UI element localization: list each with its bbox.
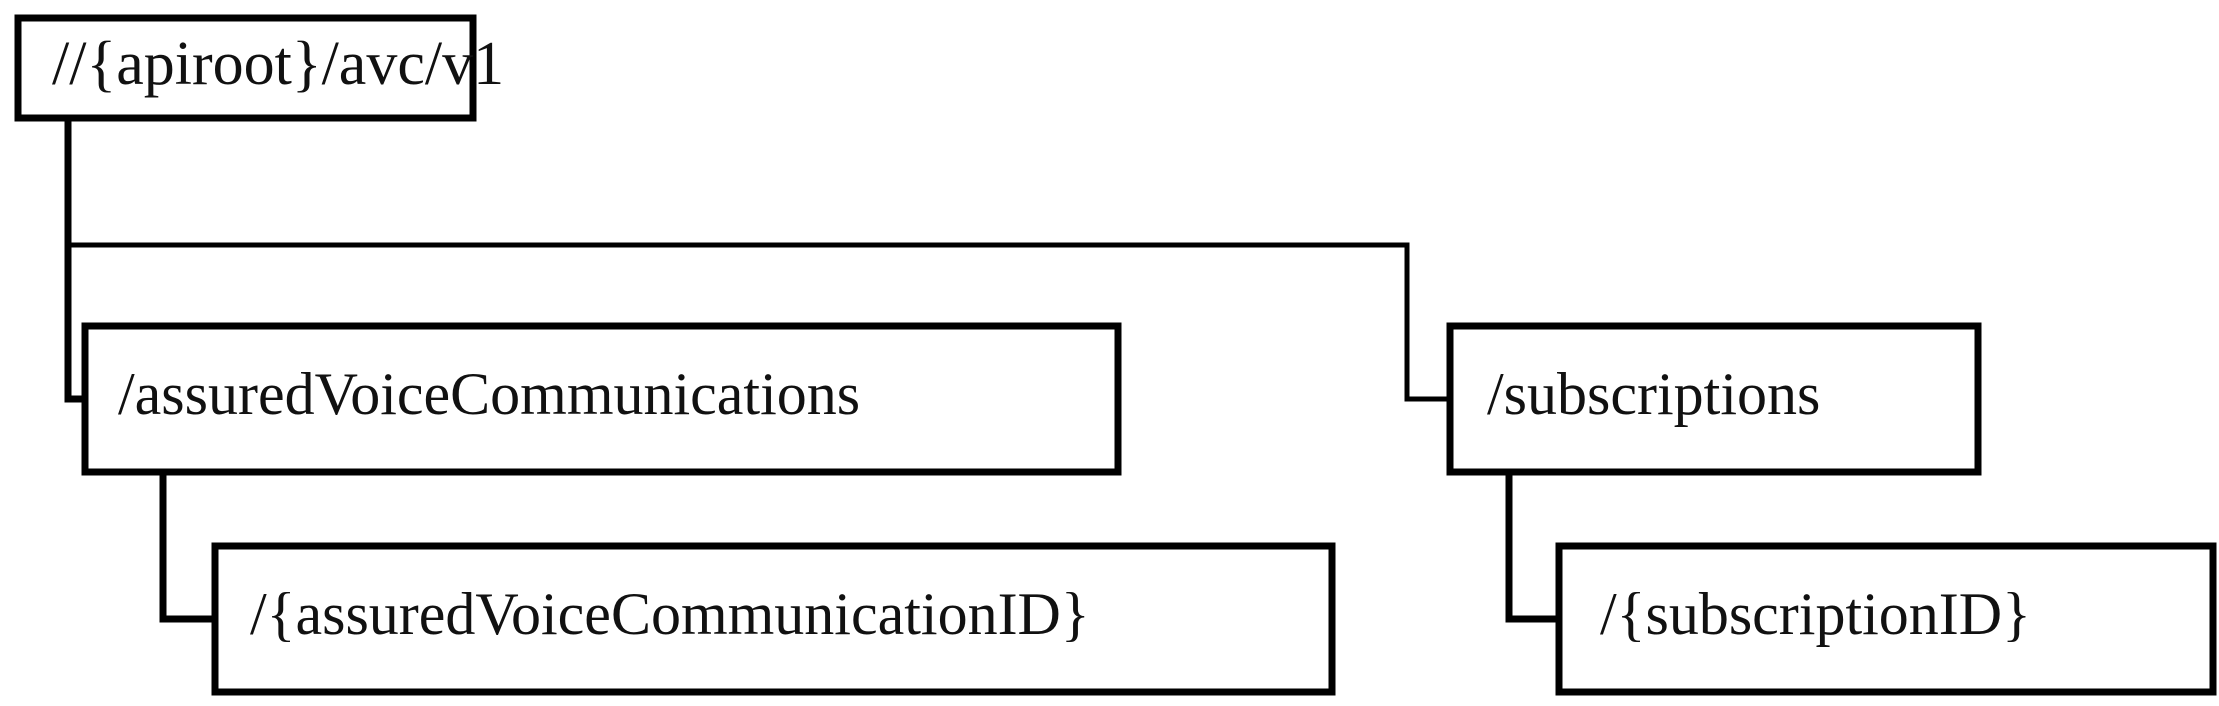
node-subscription-id-box[interactable] xyxy=(1555,542,2217,696)
edge-subscriptions-to-subscription-id xyxy=(1505,472,1560,623)
node-subscriptions-box[interactable] xyxy=(1446,322,1982,476)
node-subscriptions-label: /subscriptions xyxy=(1487,361,1820,427)
edge-assured-voice-communications-to-assured-voice-communication-id xyxy=(159,472,216,623)
node-subscription-id-label: /{subscriptionID} xyxy=(1600,581,2031,647)
node-assured-voice-communications-label: /assuredVoiceCommunications xyxy=(118,361,860,427)
node-subscription-id[interactable]: /{subscriptionID} xyxy=(1555,542,2217,696)
node-root-label: //{apiroot}/avc/v1 xyxy=(52,30,504,98)
node-assured-voice-communications[interactable]: /assuredVoiceCommunications xyxy=(81,322,1122,476)
node-subscriptions[interactable]: /subscriptions xyxy=(1446,322,1982,476)
node-assured-voice-communications-box[interactable] xyxy=(81,322,1122,476)
node-root[interactable]: //{apiroot}/avc/v1 xyxy=(14,14,504,122)
node-assured-voice-communication-id-label: /{assuredVoiceCommunicationID} xyxy=(250,581,1090,647)
node-assured-voice-communication-id-box[interactable] xyxy=(211,542,1336,696)
edge-root-to-subscriptions xyxy=(68,242,1453,402)
node-root-box[interactable] xyxy=(14,14,477,122)
node-assured-voice-communication-id[interactable]: /{assuredVoiceCommunicationID} xyxy=(211,542,1336,696)
